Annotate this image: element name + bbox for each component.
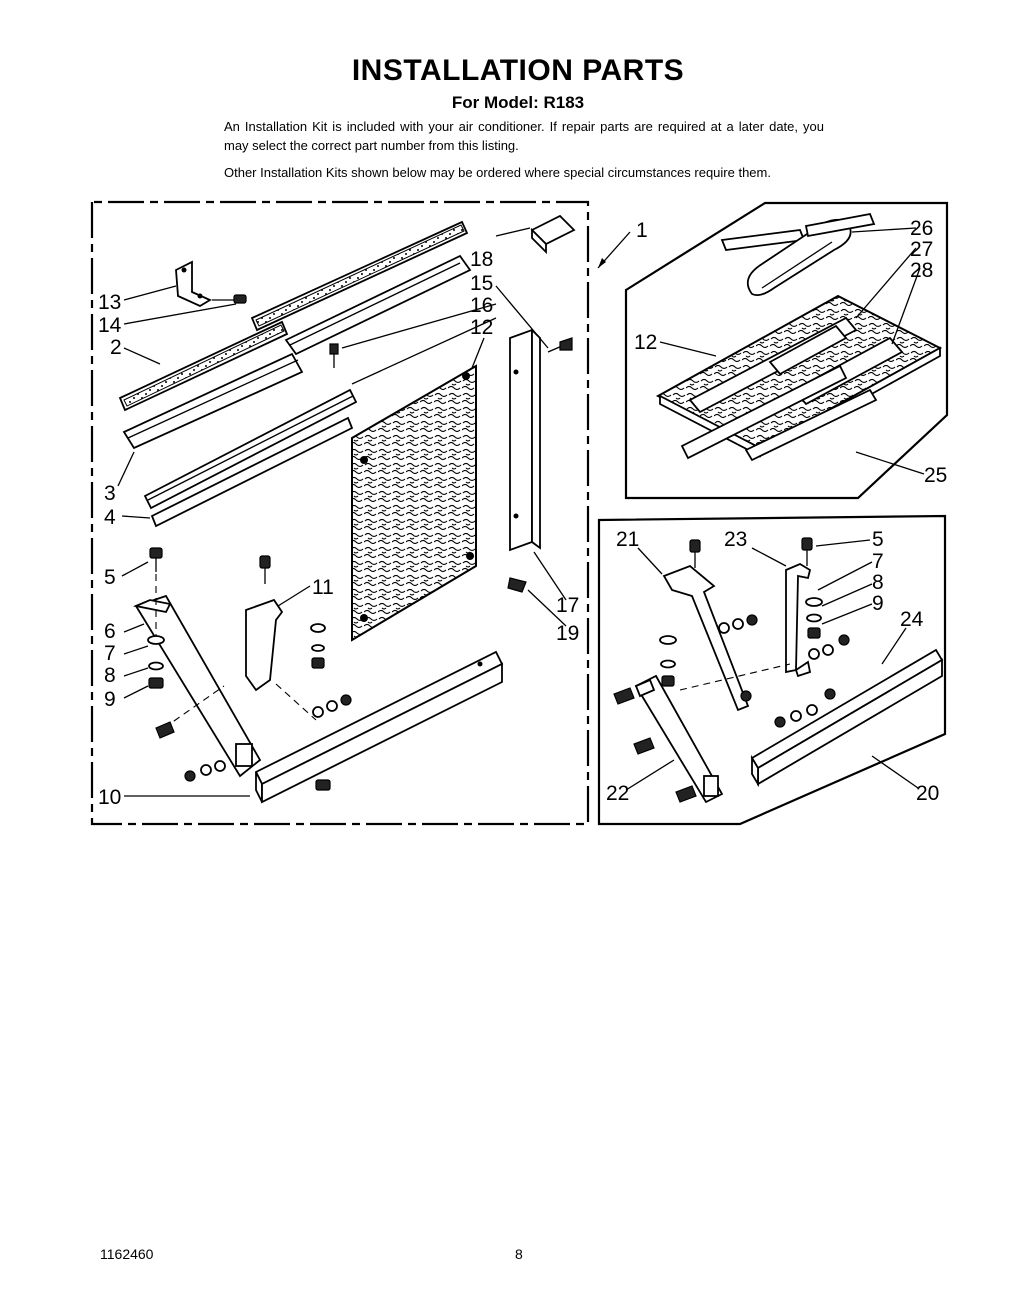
model-subtitle: For Model: R183	[451, 93, 585, 112]
foam-gasket-18	[530, 214, 576, 255]
callout-26: 26	[910, 217, 933, 240]
lower-rail-25	[680, 364, 878, 462]
callout-7-bracket: 7	[872, 550, 884, 573]
callout-10: 10	[98, 786, 121, 809]
callout-9-bracket: 9	[872, 592, 884, 615]
bracket-21	[662, 539, 752, 712]
callout-16: 16	[470, 294, 493, 317]
callout-7: 7	[104, 642, 116, 665]
upper-rails	[118, 220, 472, 528]
callout-5: 5	[104, 566, 116, 589]
channels-27-28	[688, 316, 904, 414]
bracket-23	[785, 537, 813, 678]
callout-1: 1	[636, 219, 648, 242]
callout-labels: 1 18 15 16 12 13 14 2 3 4 5 6 7 8 9 10 1…	[98, 217, 947, 809]
callout-13: 13	[98, 291, 121, 314]
insulation-panel-12	[351, 364, 477, 642]
callout-2: 2	[110, 336, 122, 359]
callout-9: 9	[104, 688, 116, 711]
callout-5-bracket: 5	[872, 528, 884, 551]
support-arm-22	[634, 674, 724, 804]
screw-15	[547, 337, 573, 353]
callout-12: 12	[470, 316, 493, 339]
page-title: INSTALLATION PARTS	[351, 54, 685, 87]
callout-4: 4	[104, 506, 116, 529]
callout-3: 3	[104, 482, 116, 505]
callout-28: 28	[910, 259, 933, 282]
callout-18: 18	[470, 248, 493, 271]
document-number: 1162460	[100, 1246, 154, 1262]
callout-21: 21	[616, 528, 639, 551]
callout-27: 27	[910, 238, 933, 261]
side-rail-17	[509, 327, 541, 552]
callout-11: 11	[312, 576, 334, 599]
callout-25: 25	[924, 464, 947, 487]
callout-20: 20	[916, 782, 939, 805]
callout-24: 24	[900, 608, 924, 631]
callout-23: 23	[724, 528, 747, 551]
callout-12-foam: 12	[634, 331, 657, 354]
foam-kit-panel-frame	[624, 201, 949, 500]
loose-hardware-main	[155, 683, 352, 791]
callout-14: 14	[98, 314, 122, 337]
bottom-bar-10	[254, 650, 504, 804]
leader-lines	[117, 227, 925, 797]
page-number: 8	[515, 1246, 523, 1262]
screw-16	[329, 343, 339, 368]
main-kit-panel-frame	[90, 200, 590, 826]
bracket-kit-panel-frame	[597, 514, 947, 826]
callout-8: 8	[104, 664, 116, 687]
intro-paragraph-other-kits: Other Installation Kits shown below may …	[224, 165, 771, 180]
callout-17: 17	[556, 594, 579, 617]
callout-6: 6	[104, 620, 116, 643]
foam-strip-26	[720, 212, 876, 297]
screw-19	[507, 577, 527, 593]
intro-paragraph-kit: An Installation Kit is included with you…	[224, 119, 824, 153]
callout-19: 19	[556, 622, 579, 645]
bracket-11	[245, 555, 326, 692]
callout-22: 22	[606, 782, 629, 805]
hardware-stack-5-9	[147, 547, 165, 689]
bottom-bar-24	[750, 648, 944, 788]
mounting-bracket-13	[175, 260, 247, 308]
callout-8-bracket: 8	[872, 571, 884, 594]
callout-15: 15	[470, 272, 493, 295]
hardware-bracket-kit	[613, 597, 850, 803]
